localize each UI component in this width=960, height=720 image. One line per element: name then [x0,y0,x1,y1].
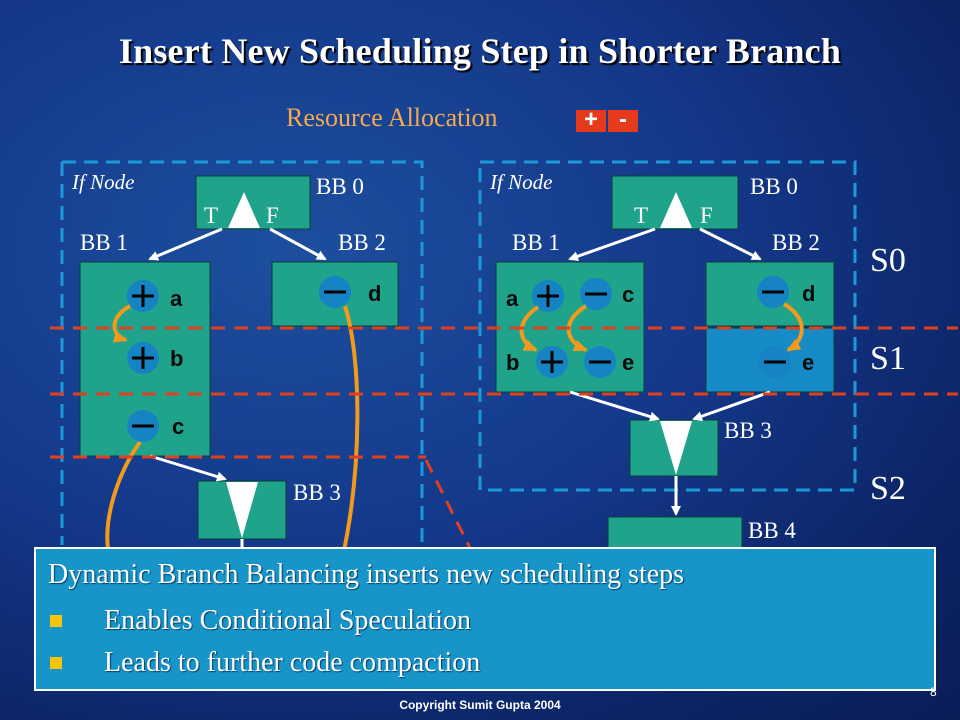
right-subtractor-c [580,278,612,310]
right-true-label: T [634,203,649,228]
right-bb2-label: BB 2 [772,230,820,255]
left-cfg-boundary [60,160,424,545]
bullet-square-icon [50,614,62,627]
left-edge-bb0-bb1 [148,227,223,261]
slide-number: 8 [930,685,937,699]
right-if-node-label: If Node [490,170,553,194]
right-var-e-new: e [802,350,815,375]
callout-bullet-1: Enables Conditional Speculation [50,605,471,637]
left-edge-bb1-bb3 [149,454,227,482]
right-bb4-label: BB 4 [748,518,796,543]
right-subtractor-d [757,276,789,308]
left-adder-a [127,280,159,312]
callout-bullet-2: Leads to further code compaction [50,647,480,679]
right-bb4-block [607,516,743,550]
right-dep-d-e-arrow [782,302,804,352]
left-var-d: d [368,281,382,306]
step-s2-label: S2 [870,470,906,507]
left-true-label: T [204,203,219,228]
left-dep-a-b [112,304,132,343]
right-var-b: b [506,350,520,375]
right-subtractor-e-new [759,346,791,378]
right-edge-bb1-bb3 [569,390,660,422]
right-cfg-boundary [478,160,857,492]
adder-resource-icon: + [576,108,606,132]
slide-title: Insert New Scheduling Step in Shorter Br… [118,31,842,71]
left-bb3-label: BB 3 [293,480,341,505]
left-dep-c-down [105,440,142,561]
step-s0-label: S0 [870,242,906,279]
callout-heading: Dynamic Branch Balancing inserts new sch… [48,559,685,590]
right-edge-bb0-bb2 [699,227,762,261]
left-bb3-join-node [197,480,287,540]
right-adder-a [532,280,564,312]
left-bb0-if-node [195,175,311,230]
right-adder-b [536,346,568,378]
left-edge-bb0-bb2 [269,227,327,261]
copyright-footer: Copyright Sumit Gupta 2004 [399,698,561,712]
left-var-c: c [172,414,185,439]
left-false-label: F [266,203,279,228]
callout-bullet-text-1: Enables Conditional Speculation [104,605,472,636]
left-dep-d-down [340,305,360,561]
left-bb0-label: BB 0 [316,174,364,199]
right-var-e: e [622,350,635,375]
left-var-a: a [170,286,183,311]
right-bb1-label: BB 1 [512,230,560,255]
right-var-a: a [506,286,519,311]
right-edge-bb0-bb1 [568,227,656,262]
left-if-node-label: If Node [72,170,135,194]
right-bb0-if-node [611,175,739,230]
right-var-c: c [622,282,635,307]
subtractor-resource-icon: - [608,108,638,132]
summary-callout: Dynamic Branch Balancing inserts new sch… [34,547,936,691]
left-bb1-label: BB 1 [80,230,128,255]
schedule-step-boundaries [50,326,958,549]
left-var-b: b [170,346,184,371]
right-bb3-join-node [629,419,719,477]
step-s1-label: S1 [870,340,906,377]
right-bb3-label: BB 3 [724,418,772,443]
right-dep-c-e [566,304,588,352]
bullet-square-icon [50,656,62,669]
resource-allocation-label: Resource Allocation [286,103,498,132]
right-var-d: d [802,281,816,306]
right-bb0-label: BB 0 [750,174,798,199]
left-subtractor-c [127,410,159,442]
right-edge-bb2-bb3 [692,390,771,422]
left-adder-b [127,342,159,374]
right-false-label: F [700,203,713,228]
right-subtractor-e [584,346,616,378]
left-bb2-label: BB 2 [338,230,386,255]
right-dep-a-b [519,305,540,352]
callout-bullet-text-2: Leads to further code compaction [104,647,481,678]
left-subtractor-d [319,276,351,308]
